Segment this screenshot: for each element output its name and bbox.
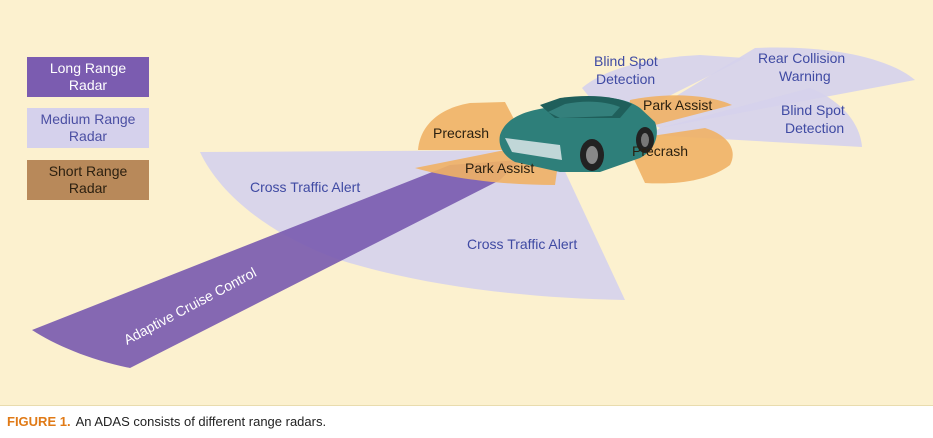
label-park-assist-rear: Park Assist: [643, 97, 712, 113]
radar-coverage-diagram: Cross Traffic Alert Cross Traffic Alert …: [32, 47, 915, 368]
label-blind-spot-top-line2: Detection: [596, 71, 655, 87]
medium-range-front-zone: [200, 150, 625, 300]
label-park-assist-front: Park Assist: [465, 160, 534, 176]
car-illustration: [499, 96, 657, 172]
short-range-park-assist-rear: [628, 95, 732, 125]
label-precrash-rear: Precrash: [632, 143, 688, 159]
label-rear-collision-line2: Warning: [779, 68, 831, 84]
label-precrash-front: Precrash: [433, 125, 489, 141]
legend-long-range: Long Range Radar: [27, 57, 149, 97]
figure-caption: FIGURE 1. An ADAS consists of different r…: [7, 414, 326, 429]
label-blind-spot-right-line2: Detection: [785, 120, 844, 136]
label-cross-traffic-alert-front: Cross Traffic Alert: [467, 236, 577, 252]
caption-text: An ADAS consists of different range rada…: [75, 414, 327, 429]
long-range-beam: [32, 160, 520, 368]
legend-medium-range: Medium Range Radar: [27, 108, 149, 148]
label-blind-spot-right-line1: Blind Spot: [781, 102, 845, 118]
figure-label: FIGURE 1.: [7, 414, 71, 429]
label-blind-spot-top-line1: Blind Spot: [594, 53, 658, 69]
label-rear-collision-line1: Rear Collision: [758, 50, 845, 66]
legend-short-range: Short Range Radar: [27, 160, 149, 200]
label-cross-traffic-alert-left: Cross Traffic Alert: [250, 179, 360, 195]
short-range-precrash-front: [418, 102, 525, 150]
